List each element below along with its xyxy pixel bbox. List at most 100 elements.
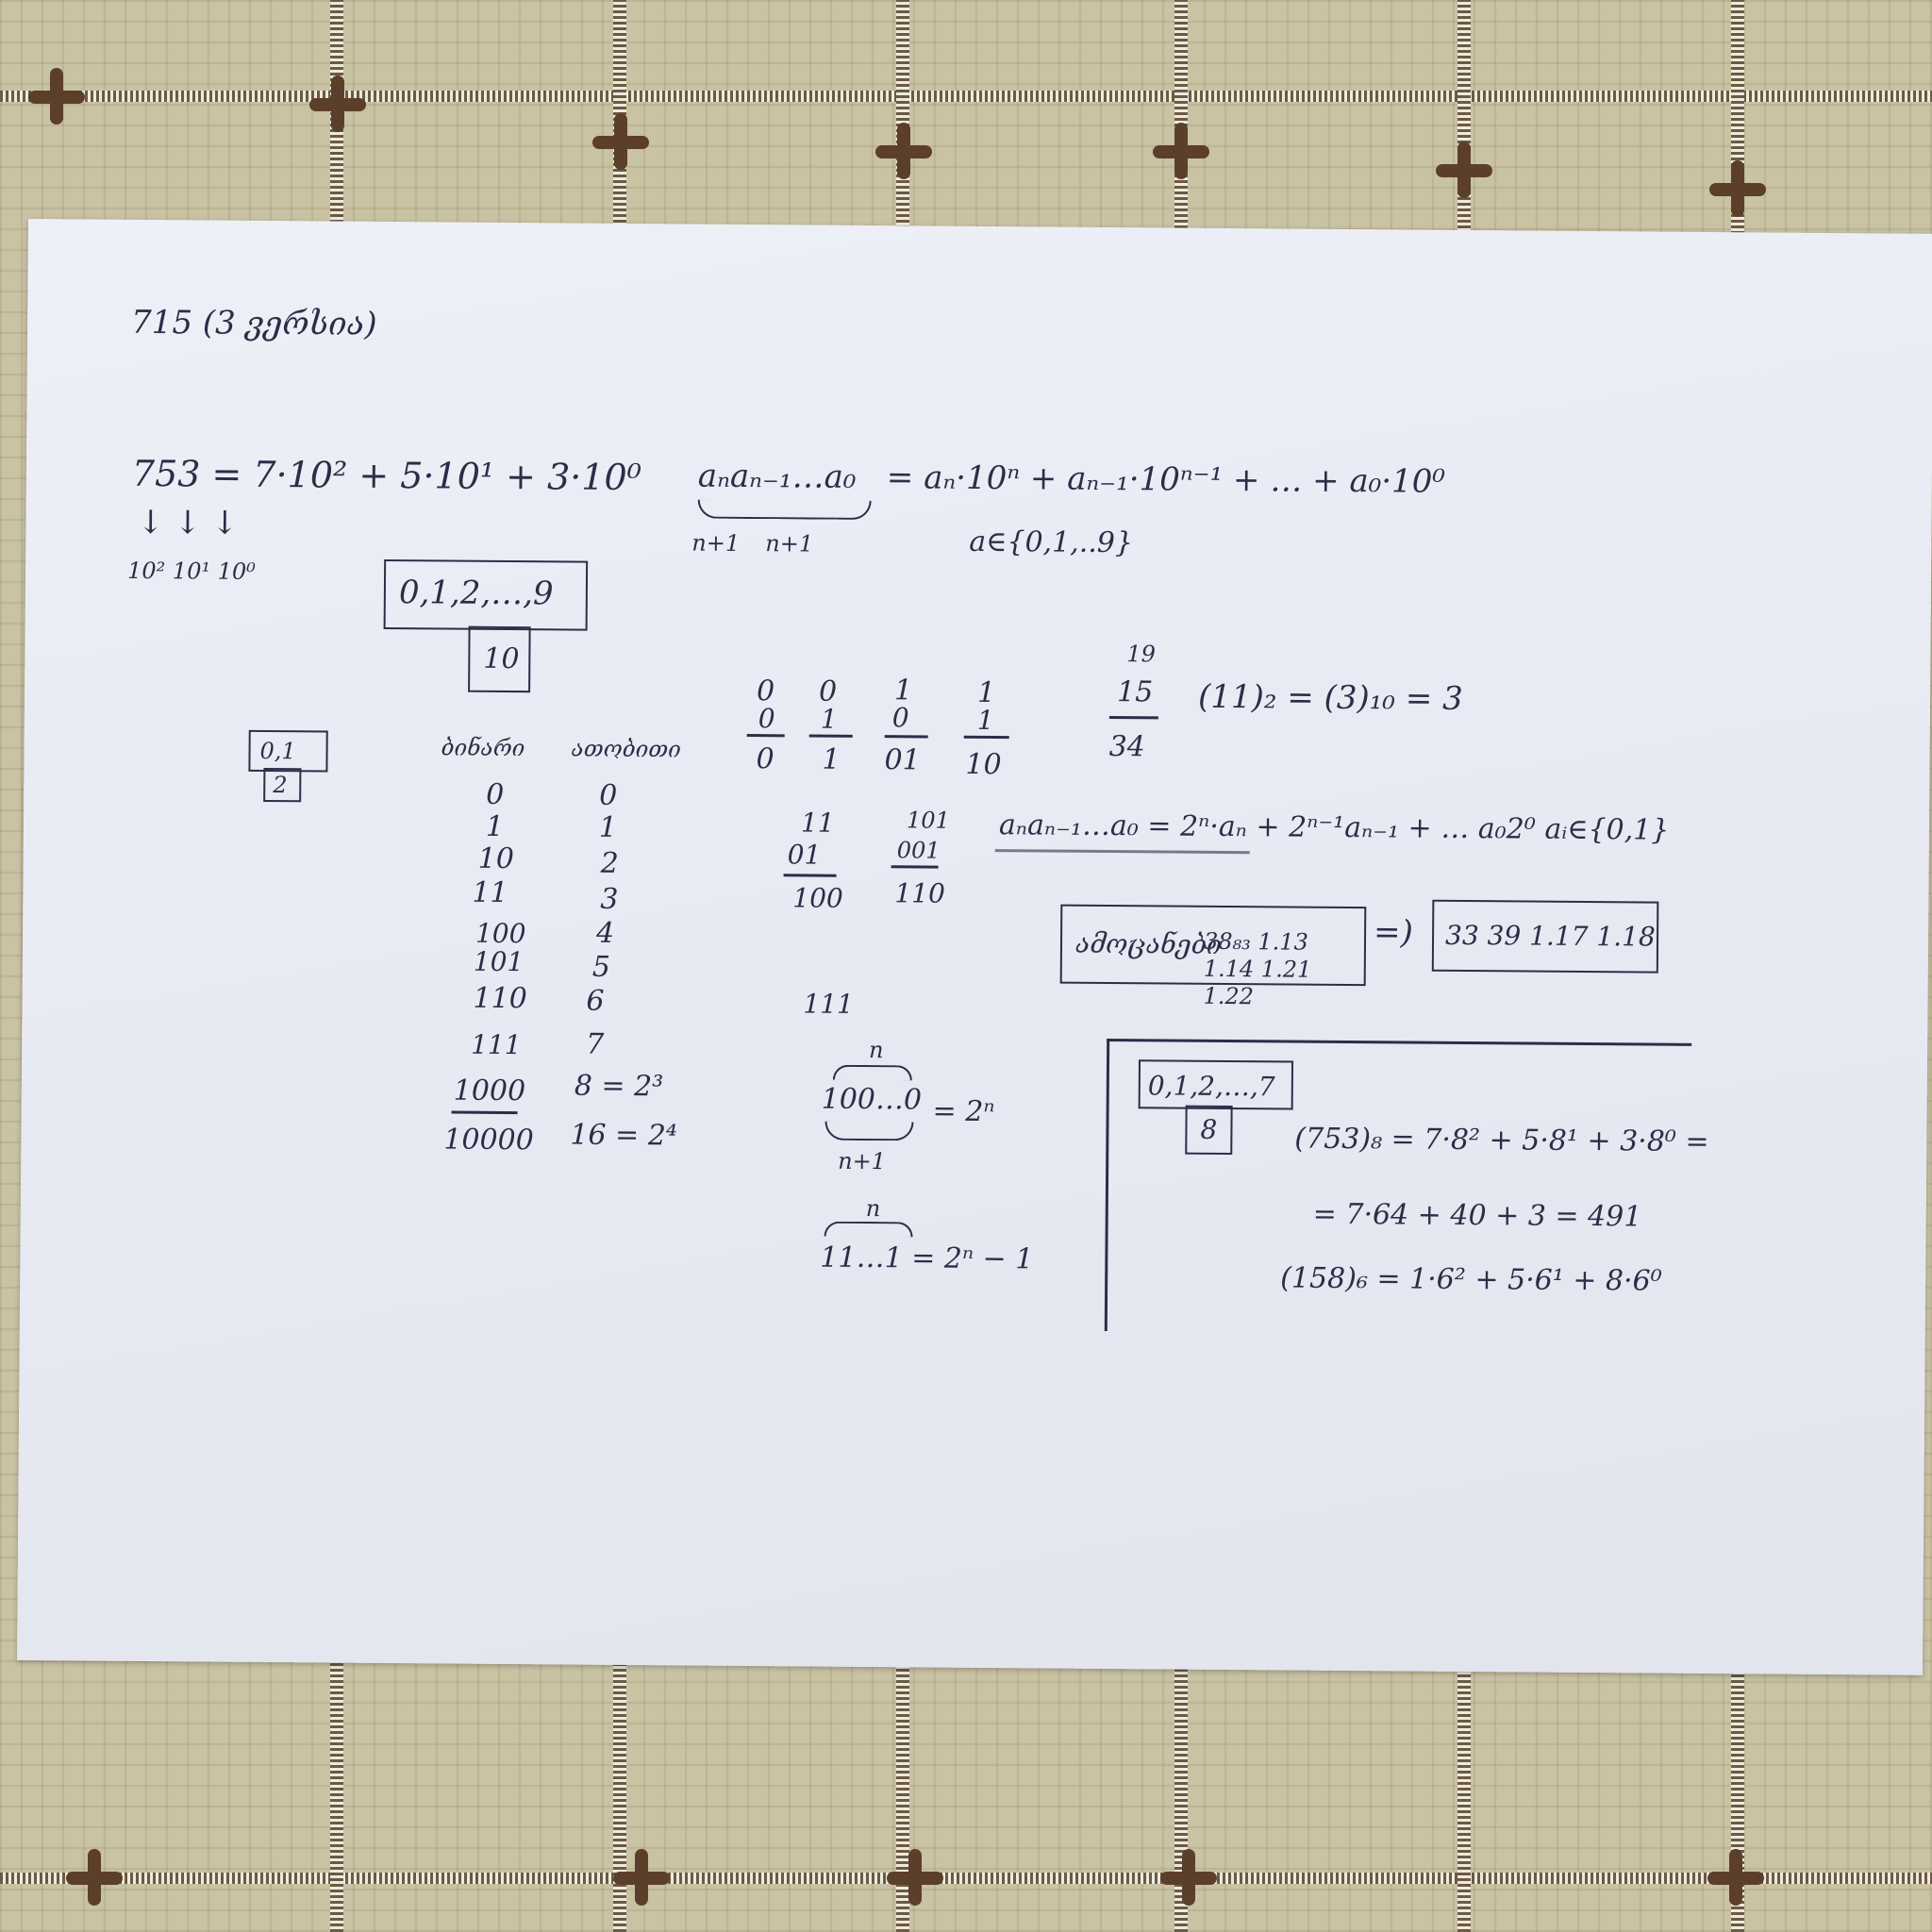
table-cell: 11 — [472, 875, 508, 910]
sum-line — [1108, 716, 1158, 719]
base6-conversion: (158)₆ = 1·6² + 5·6¹ + 8·6⁰ — [1280, 1261, 1662, 1298]
sum: 0 — [756, 742, 774, 776]
general-expansion: = aₙ·10ⁿ + aₙ₋₁·10ⁿ⁻¹ + … + a₀·10⁰ — [886, 458, 1446, 501]
addend: 001 — [896, 837, 941, 864]
cloth-knot — [1436, 142, 1492, 198]
base10-base: 10 — [483, 641, 520, 676]
digits-brace — [697, 499, 872, 521]
table-cell: 110 — [473, 981, 527, 1016]
base2-digits-box: 0,1 — [248, 729, 328, 773]
homework-box: ამოცანები 38₈₃ 1.13 1.14 1.21 1.22 — [1059, 904, 1367, 1009]
count-brace — [832, 1064, 912, 1081]
cloth-knot — [1160, 1849, 1217, 1906]
sum-line — [783, 874, 837, 877]
addend: 1 — [893, 674, 913, 708]
cloth-knot — [887, 1849, 943, 1906]
count-brace — [824, 1221, 913, 1238]
table-cell: 16 = 2⁴ — [570, 1118, 678, 1153]
count-label: n — [865, 1195, 881, 1223]
cloth-knot — [1707, 1849, 1764, 1906]
binary-expansion: aₙaₙ₋₁…a₀ = 2ⁿ·aₙ + 2ⁿ⁻¹aₙ₋₁ + … a₀2⁰ aᵢ… — [998, 808, 1670, 847]
table-cell: 0 — [486, 777, 505, 811]
implies-arrow: =) — [1373, 913, 1414, 952]
page-title: 715 (3 ვერსია) — [130, 303, 377, 343]
sum-line — [808, 734, 853, 738]
power-result: = 2ⁿ — [932, 1094, 995, 1129]
base-equation: (11)₂ = (3)₁₀ = 3 — [1197, 677, 1463, 718]
table-cell: 1000 — [453, 1074, 526, 1108]
section-divider — [1107, 1039, 1692, 1046]
sum-line — [746, 733, 785, 737]
addend: 0 — [756, 675, 775, 708]
table-cell: 4 — [595, 916, 615, 950]
octal-conversion: (753)₈ = 7·8² + 5·8¹ + 3·8⁰ = — [1294, 1122, 1709, 1159]
sum: 01 — [884, 743, 921, 777]
cloth-knot — [1153, 123, 1209, 179]
sum: 34 — [1108, 730, 1145, 764]
base8-base: 8 — [1200, 1113, 1218, 1145]
cloth-knot — [1709, 160, 1766, 217]
table-cell: 6 — [586, 984, 605, 1018]
addend: 1 — [976, 704, 994, 737]
base2-base: 2 — [273, 772, 288, 799]
sum: 1 — [822, 742, 841, 776]
count-label: n — [868, 1037, 884, 1064]
table-cell: 10000 — [443, 1123, 534, 1158]
binary-addition: 101 001 110 — [28, 219, 1932, 909]
octal-result: = 7·64 + 40 + 3 = 491 — [1312, 1197, 1642, 1234]
conversion-table: ბინარი ათობითი 0 0 1 1 10 2 11 3 100 4 1… — [28, 219, 1932, 1157]
n-plus-1-label: n+1 — [765, 530, 814, 558]
homework-box-next: 33 39 1.17 1.18 — [1431, 899, 1659, 974]
table-cell: 8 = 2³ — [574, 1069, 664, 1104]
base2-digits: 0,1 — [259, 737, 296, 765]
section-divider — [1104, 1039, 1109, 1332]
cloth-stripe — [0, 91, 1932, 102]
table-header: ათობითი — [571, 735, 682, 763]
cloth-knot — [66, 1849, 123, 1906]
table-cell: 1 — [598, 810, 618, 844]
cloth-knot — [28, 68, 85, 125]
underline — [994, 849, 1250, 854]
binary-number: 111 — [803, 988, 855, 1020]
addend: 101 — [906, 807, 950, 834]
binary-addition: 11 01 100 — [28, 219, 1932, 914]
binary-addition: 0 1 1 — [28, 219, 1932, 776]
expansion-powers: 10² 10¹ 10⁰ — [126, 557, 256, 585]
power-form: 11…1 = 2ⁿ − 1 — [820, 1241, 1034, 1276]
sum-line — [884, 735, 928, 739]
base10-base-box: 10 — [468, 625, 531, 693]
cloth-knot — [309, 75, 366, 132]
cloth-knot — [613, 1849, 670, 1906]
homework-label: ამოცანები — [1074, 927, 1223, 960]
digits-set: a∈{0,1,..9} — [969, 525, 1134, 560]
sum-line — [891, 865, 939, 869]
sum: 100 — [792, 882, 843, 914]
decimal-expansion: 753 = 7·10² + 5·10¹ + 3·10⁰ — [131, 452, 642, 499]
n-plus-1-label: n+1 — [691, 529, 741, 557]
binary-addition: 1 0 01 — [28, 219, 1932, 776]
paper-sheet: 715 (3 ვერსია) 753 = 7·10² + 5·10¹ + 3·1… — [16, 219, 1932, 1675]
addend: 1 — [976, 675, 996, 710]
base8-base-box: 8 — [1185, 1105, 1233, 1156]
table-cell: 0 — [599, 778, 618, 812]
addend: 01 — [787, 839, 822, 871]
addend: 11 — [800, 807, 835, 839]
table-cell: 10 — [477, 841, 515, 876]
count-brace — [824, 1121, 914, 1141]
cloth-knot — [875, 123, 932, 179]
base10-digits: 0,1,2,…,9 — [398, 574, 554, 613]
cloth-stripe — [0, 1873, 1932, 1884]
table-cell: 1 — [485, 809, 505, 843]
addend: 0 — [758, 703, 775, 735]
table-cell: 5 — [591, 950, 611, 984]
sum: 10 — [965, 747, 1002, 782]
addend: 0 — [818, 675, 838, 708]
table-header: ბინარი — [441, 734, 525, 762]
carry: 19 — [1126, 641, 1157, 668]
expansion-arrows: ↓ ↓ ↓ — [137, 503, 239, 542]
sum-line — [963, 735, 1009, 739]
table-cell: 7 — [586, 1027, 605, 1061]
addend: 15 — [1116, 675, 1154, 709]
table-cell: 2 — [600, 846, 619, 880]
base8-digits-box: 0,1,2,…,7 — [1138, 1059, 1294, 1110]
